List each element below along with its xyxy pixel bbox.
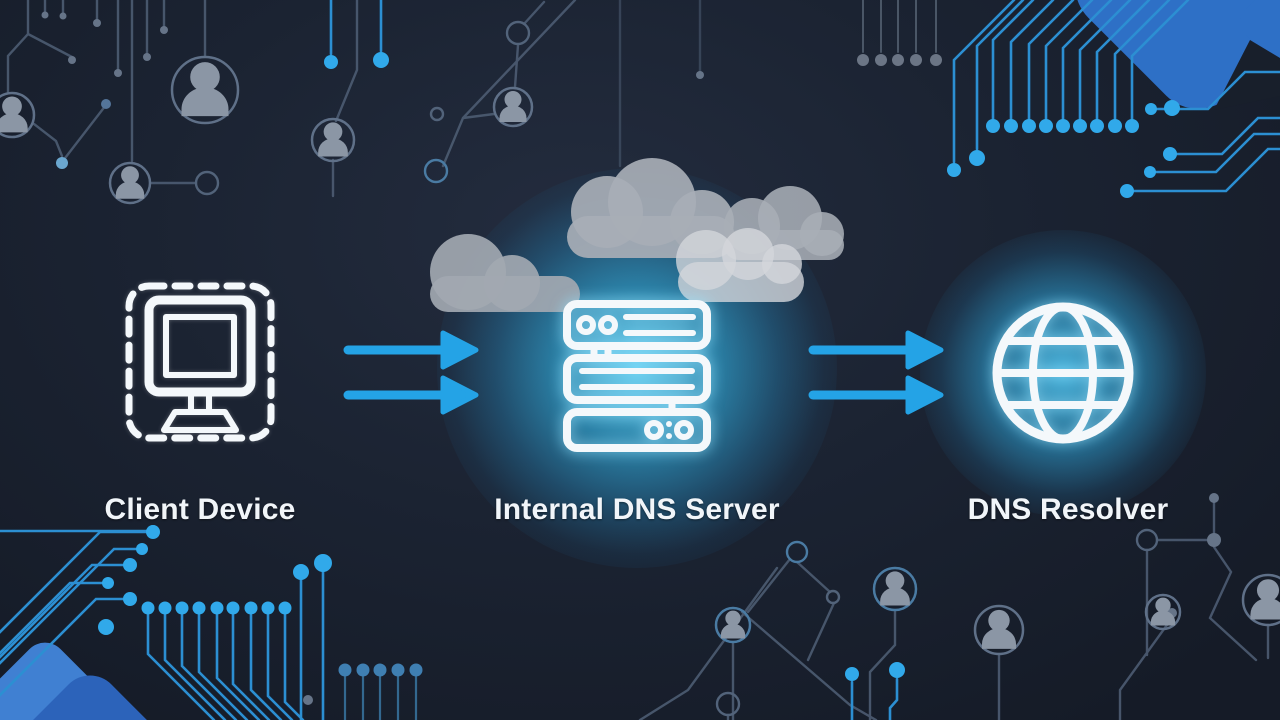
cloud-icon [430, 234, 580, 312]
cloud-icon [676, 228, 804, 302]
user-icon [0, 91, 36, 139]
node-internal-dns-server [562, 300, 712, 452]
double-arrow-server-to-resolver [808, 330, 944, 415]
corner-accent-shape-bottom-left [0, 642, 170, 720]
user-icon [973, 604, 1025, 656]
node-label-client-device: Client Device [104, 493, 296, 526]
circuit-traces-top-right [947, 0, 1280, 198]
globe-icon [992, 302, 1134, 444]
node-client-device [125, 280, 275, 452]
network-decoration-bottom-right [638, 493, 1270, 720]
user-icon [170, 55, 240, 125]
corner-accent-shape-top-right [1075, 0, 1280, 110]
double-arrow-client-to-server [343, 330, 479, 415]
node-dns-resolver [990, 300, 1136, 446]
user-icon [108, 161, 152, 205]
user-icon [1241, 573, 1280, 627]
circuit-traces-bottom-left [0, 525, 423, 720]
user-icon [492, 86, 534, 128]
user-icon [714, 606, 752, 644]
user-icon [1144, 593, 1182, 631]
monitor-icon [125, 282, 275, 442]
node-label-dns-resolver: DNS Resolver [967, 493, 1169, 526]
arrow-icon [343, 330, 479, 370]
user-icon [310, 117, 356, 163]
arrow-icon [808, 375, 944, 415]
node-label-internal-dns-server: Internal DNS Server [494, 493, 780, 526]
arrow-icon [808, 330, 944, 370]
server-icon [563, 300, 711, 452]
arrow-icon [343, 375, 479, 415]
user-icon [872, 566, 918, 612]
